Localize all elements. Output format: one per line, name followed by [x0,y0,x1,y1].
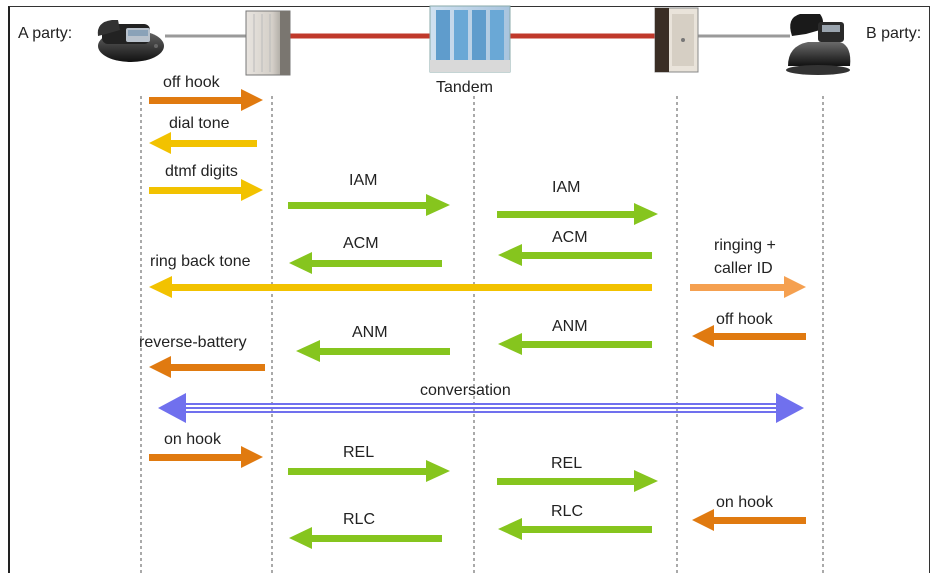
conversation-label: conversation [420,382,511,399]
tandem-switch-icon [429,5,511,73]
rlc-1-label: RLC [343,511,375,528]
on-hook-a-arrow [149,446,263,468]
a-party-label: A party: [18,25,72,42]
acm-2-label: ACM [552,229,588,246]
acm-1-arrow [289,252,442,274]
anm-2-label: ANM [552,318,588,335]
rel-2-label: REL [551,455,582,472]
on-hook-a-label: on hook [164,431,222,448]
off-hook-b-label: off hook [716,311,774,328]
b-phone-icon [786,14,851,75]
on-hook-b-label: on hook [716,494,774,511]
rlc-1-arrow [289,527,442,549]
rel-2-arrow [497,470,658,492]
dtmf-label: dtmf digits [165,163,238,180]
ringing-label: ringing + [714,237,776,254]
caller-id-label: caller ID [714,260,773,277]
conversation-arrow [158,393,804,423]
off-hook-a-label: off hook [163,74,221,91]
iam-1-label: IAM [349,172,377,189]
acm-2-arrow [498,244,652,266]
dial-tone-arrow [149,132,257,154]
off-hook-b-arrow [692,325,806,347]
rlc-2-label: RLC [551,503,583,520]
dial-tone-label: dial tone [169,115,230,132]
reverse-battery-label: reverse-battery [139,334,247,351]
anm-2-arrow [498,333,652,355]
b-party-label: B party: [866,25,921,42]
iam-2-label: IAM [552,179,580,196]
tandem-label: Tandem [436,79,493,96]
ring-back-arrow [149,276,652,298]
reverse-battery-arrow [149,356,265,378]
rel-1-label: REL [343,444,374,461]
iam-2-arrow [497,203,658,225]
a-phone-icon [97,20,164,62]
dtmf-arrow [149,179,263,201]
rlc-2-arrow [498,518,652,540]
on-hook-b-arrow [692,509,806,531]
acm-1-label: ACM [343,235,379,252]
anm-1-arrow [296,340,450,362]
off-hook-a-arrow [149,89,263,111]
iam-1-arrow [288,194,450,216]
a-switch-icon [245,10,291,76]
ring-back-label: ring back tone [150,253,251,270]
anm-1-label: ANM [352,324,388,341]
ringing-arrow [690,276,806,298]
b-switch-icon [654,7,699,73]
rel-1-arrow [288,460,450,482]
